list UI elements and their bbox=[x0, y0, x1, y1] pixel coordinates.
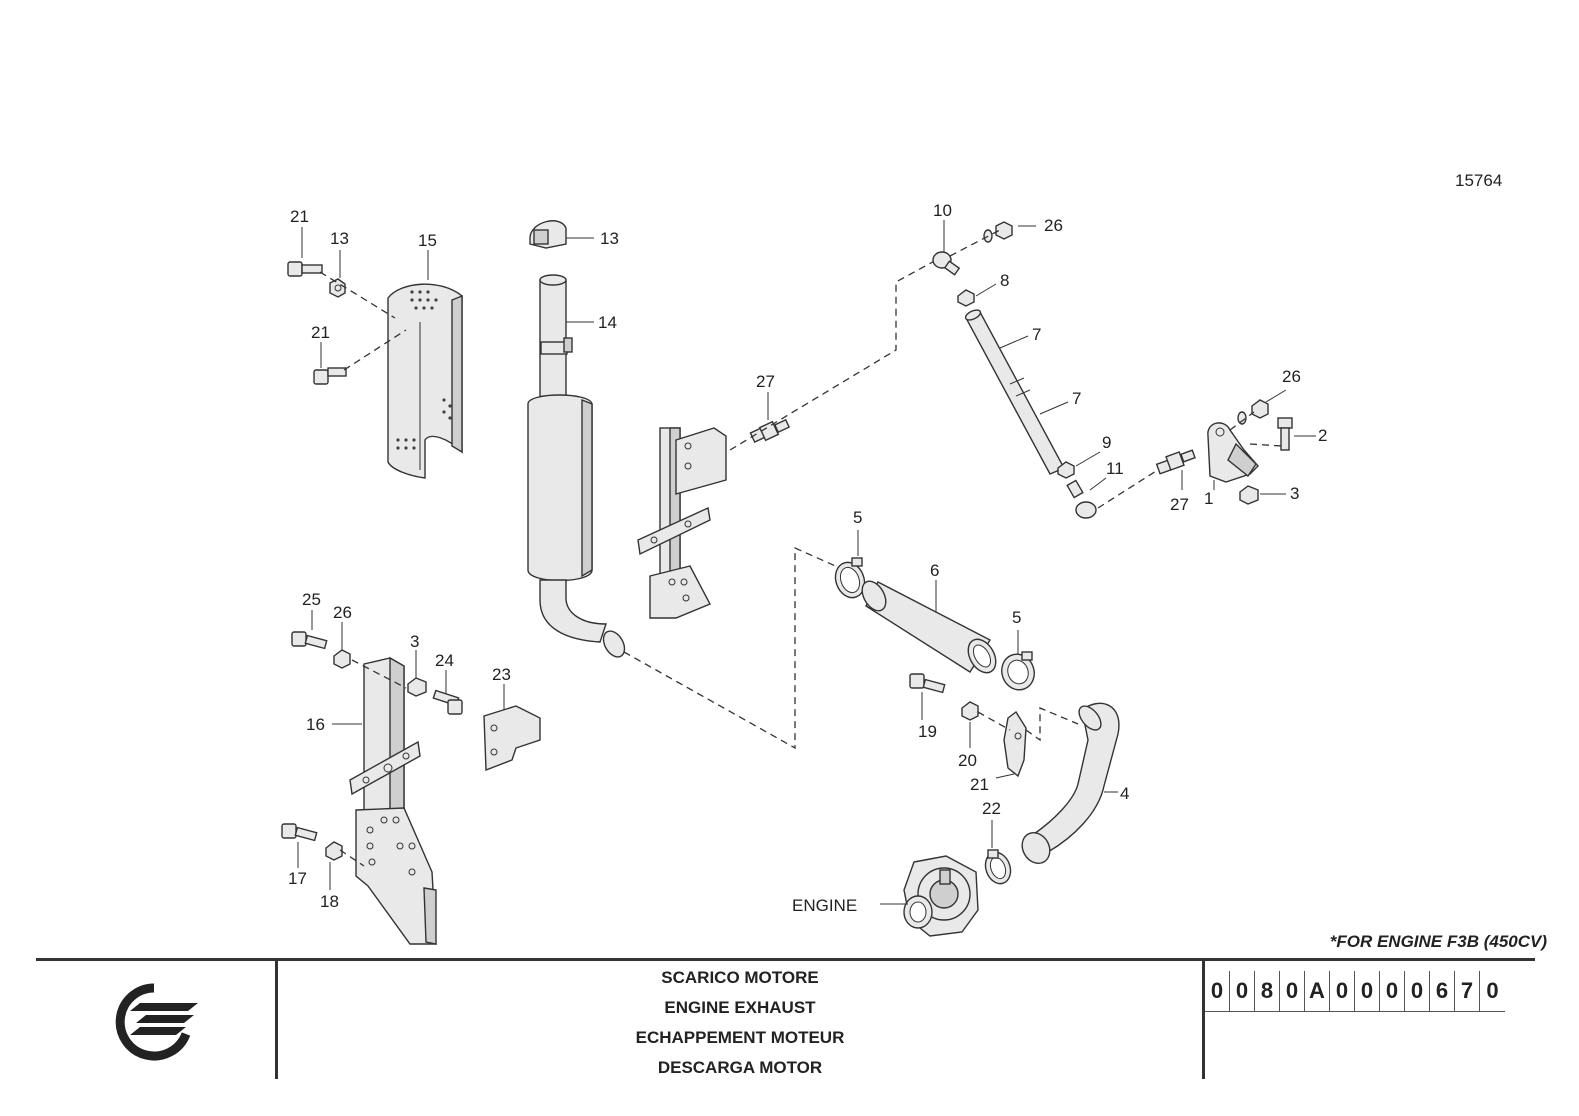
callout-26a: 26 bbox=[1044, 216, 1063, 235]
code-char: 0 bbox=[1355, 971, 1380, 1011]
callout-21b: 21 bbox=[311, 323, 330, 342]
code-cell: 0 0 8 0 A 0 0 0 0 6 7 0 bbox=[1205, 961, 1535, 1079]
callout-16: 16 bbox=[306, 715, 325, 734]
nut-3-right bbox=[1239, 485, 1259, 505]
callout-7b: 7 bbox=[1072, 389, 1081, 408]
callout-4: 4 bbox=[1120, 784, 1129, 803]
bracket-23 bbox=[483, 705, 541, 772]
callout-20: 20 bbox=[958, 751, 977, 770]
clamp-22 bbox=[984, 849, 1012, 885]
nut-13-left bbox=[329, 278, 346, 298]
nut-18 bbox=[325, 841, 343, 861]
callout-13a: 13 bbox=[330, 229, 349, 248]
bolt-21-mid bbox=[313, 367, 347, 385]
callout-15: 15 bbox=[418, 231, 437, 250]
bolt-19 bbox=[909, 673, 946, 694]
callout-6: 6 bbox=[930, 561, 939, 580]
code-char: 0 bbox=[1205, 971, 1230, 1011]
title-italian: SCARICO MOTORE bbox=[661, 968, 819, 987]
callout-10: 10 bbox=[933, 201, 952, 220]
nut-3-left bbox=[407, 677, 427, 697]
code-char: 0 bbox=[1405, 971, 1430, 1011]
heat-shield bbox=[387, 283, 463, 479]
pipe-6 bbox=[861, 580, 997, 674]
callout-9: 9 bbox=[1102, 433, 1111, 452]
callout-14: 14 bbox=[598, 313, 617, 332]
turbocharger bbox=[903, 855, 979, 937]
rod-end-10 bbox=[932, 251, 961, 276]
clamp-5-right bbox=[1001, 651, 1035, 691]
callout-7a: 7 bbox=[1032, 325, 1041, 344]
callout-1: 1 bbox=[1204, 489, 1213, 508]
drawing-code: 0 0 8 0 A 0 0 0 0 6 7 0 bbox=[1205, 971, 1505, 1012]
callout-3b: 3 bbox=[410, 632, 419, 651]
code-char: 0 bbox=[1330, 971, 1355, 1011]
title-cell: SCARICO MOTORE ENGINE EXHAUST ECHAPPEMEN… bbox=[278, 961, 1205, 1079]
title-english: ENGINE EXHAUST bbox=[664, 998, 816, 1017]
callout-24: 24 bbox=[435, 651, 454, 670]
logo-cell bbox=[36, 961, 278, 1079]
callout-27a: 27 bbox=[756, 372, 775, 391]
callout-13b: 13 bbox=[600, 229, 619, 248]
callout-22: 22 bbox=[982, 799, 1001, 818]
stud-27-mid bbox=[749, 418, 791, 443]
callout-8: 8 bbox=[1000, 271, 1009, 290]
callout-labels: 21 13 15 21 13 14 10 26 8 7 7 27 9 11 26… bbox=[288, 201, 1327, 915]
code-char: 0 bbox=[1486, 978, 1499, 1003]
nut-20 bbox=[961, 701, 979, 721]
callout-21a: 21 bbox=[290, 207, 309, 226]
company-logo bbox=[115, 983, 198, 1061]
title-french: ECHAPPEMENT MOTEUR bbox=[635, 1028, 845, 1047]
callout-26c: 26 bbox=[333, 603, 352, 622]
title-spanish: DESCARGA MOTOR bbox=[657, 1058, 823, 1077]
engine-footnote: *FOR ENGINE F3B (450CV) bbox=[1329, 932, 1547, 951]
elbow-pipe-4 bbox=[1021, 702, 1120, 865]
mount-bracket-upper bbox=[637, 427, 727, 619]
nut-26-left bbox=[333, 649, 351, 669]
code-char: 0 bbox=[1280, 971, 1305, 1011]
clamp-5-left bbox=[834, 557, 866, 599]
code-char: 6 bbox=[1430, 971, 1455, 1011]
callout-18: 18 bbox=[320, 892, 339, 911]
callout-26b: 26 bbox=[1282, 367, 1301, 386]
bolt-24 bbox=[432, 689, 463, 715]
code-char: 0 bbox=[1380, 971, 1405, 1011]
callout-21c: 21 bbox=[970, 775, 989, 794]
callout-11: 11 bbox=[1106, 459, 1124, 478]
callout-25: 25 bbox=[302, 590, 321, 609]
muffler bbox=[527, 274, 626, 658]
callout-2: 2 bbox=[1318, 426, 1327, 445]
drawing-number: 15764 bbox=[1455, 171, 1502, 190]
bolt-25 bbox=[291, 631, 328, 650]
stud-27-right bbox=[1155, 449, 1196, 475]
title-block: SCARICO MOTORE ENGINE EXHAUST ECHAPPEMEN… bbox=[36, 958, 1535, 1079]
bracket-21-lower bbox=[1003, 710, 1027, 778]
code-char: 8 bbox=[1255, 971, 1280, 1011]
callout-23: 23 bbox=[492, 665, 511, 684]
bracket-1 bbox=[1207, 422, 1259, 483]
nut-8 bbox=[957, 289, 975, 307]
code-char: 0 bbox=[1230, 971, 1255, 1011]
callout-27b: 27 bbox=[1170, 495, 1189, 514]
callout-5a: 5 bbox=[853, 508, 862, 527]
bolt-17 bbox=[281, 823, 318, 842]
nut-9 bbox=[1057, 461, 1075, 479]
callout-3a: 3 bbox=[1290, 484, 1299, 503]
code-char: 7 bbox=[1455, 971, 1480, 1011]
bolt-21-top bbox=[287, 261, 323, 277]
callout-5b: 5 bbox=[1012, 608, 1021, 627]
callout-19: 19 bbox=[918, 722, 937, 741]
engine-label: ENGINE bbox=[792, 896, 857, 915]
rod-end-11 bbox=[1066, 479, 1097, 519]
rod-7 bbox=[964, 309, 1065, 475]
bolt-2 bbox=[1277, 417, 1293, 451]
mount-bracket-16 bbox=[349, 656, 437, 945]
callout-17: 17 bbox=[288, 869, 307, 888]
washer-nut-26-top bbox=[983, 221, 1013, 243]
exhaust-cap bbox=[529, 220, 567, 249]
code-char: A bbox=[1305, 971, 1330, 1011]
parts-diagram: 15764 bbox=[281, 171, 1502, 945]
